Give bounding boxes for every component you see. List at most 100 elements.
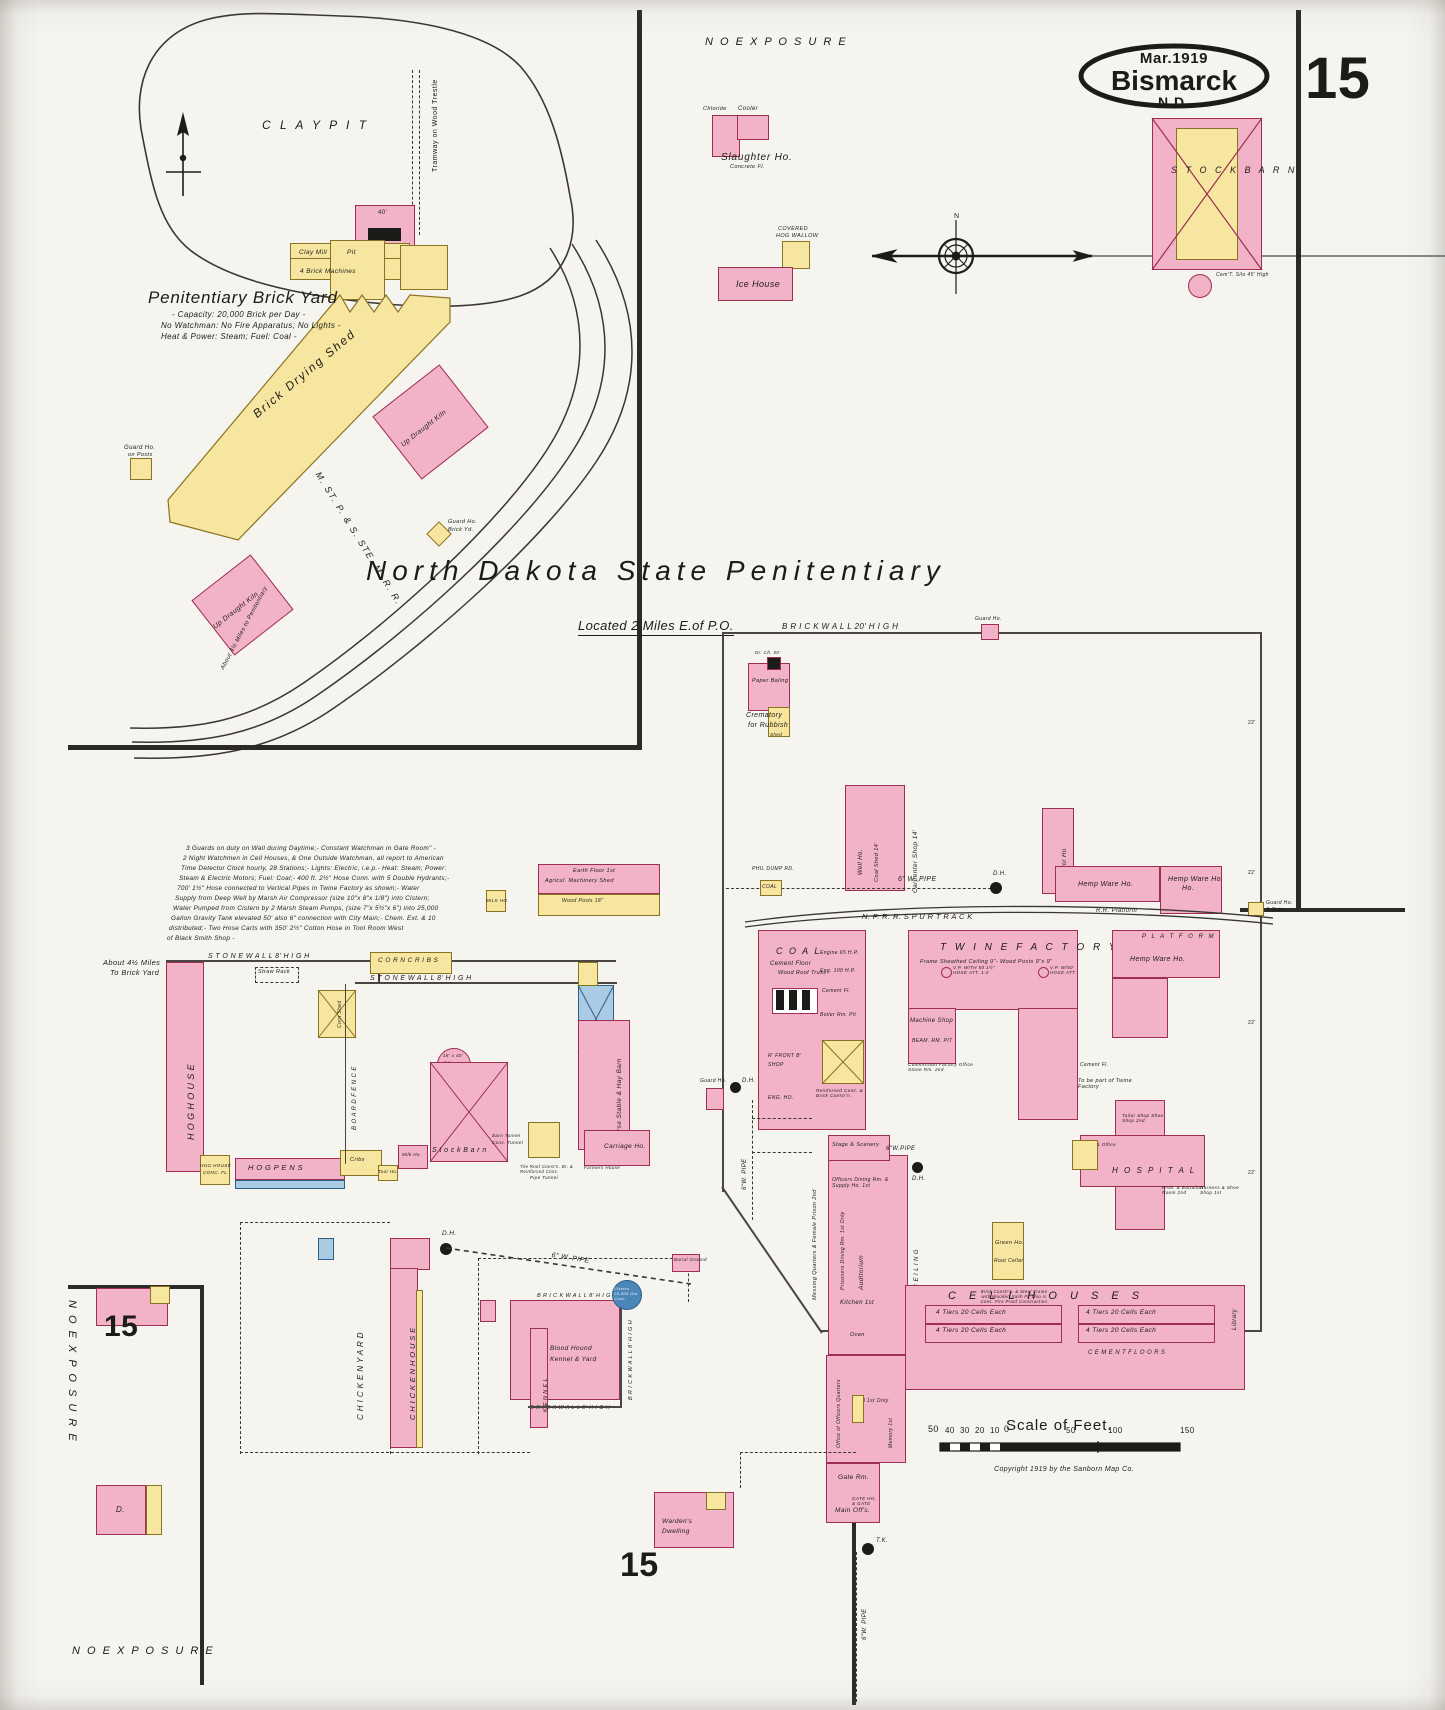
no-exposure-left: N O E X P O S U R E [66,1300,78,1443]
vertical-pipe-2 [1038,967,1049,978]
blood-hound-kennel-block [510,1300,620,1400]
guard-note-8: distributed;- Two Hose Carts with 350' 2… [169,925,404,932]
carpenter-shop-label: Carpenter Shop 14' [912,829,919,893]
hemp-ware-house-2 [1160,866,1222,914]
horse-stable-hay-barn [578,1020,630,1150]
guard-house-1-label: Guard Ho. [124,445,156,451]
lowerleft-blue-box [318,1238,334,1260]
coal-cement-floor-label: Cement Floor [770,961,812,967]
stair-well [852,1395,864,1423]
beam-hse-label: BEAM. RM. PIT [912,1038,953,1044]
chicken-house-runway [416,1290,423,1448]
brickyard-note-1: No Watchman: No Fire Apparatus; No Light… [161,321,341,330]
horse-stable-label: Horse Stable & Hay Barn [616,1058,623,1140]
small-pen-center [480,1300,496,1322]
coal-power-house [758,930,866,1130]
guard-note-1: 2 Night Watchmen in Cell Houses, & One O… [183,855,444,862]
agricul-machinery-shed-label: Agricul. Machinery Shed [545,878,614,884]
clay-pit-outline [80,10,574,320]
carpenter-shop [845,785,905,891]
hemp-ware-house-3b [1112,978,1168,1038]
tile-silo-label: Tile Roof Const'n. Br. & Reinforced Conc… [520,1164,574,1174]
boiler-2 [789,990,797,1010]
agricultural-machinery-shed [538,864,660,894]
boundary-horizontal-right [1240,908,1405,912]
water-pipe-upper [726,888,1001,889]
dh-hydrant-mid [730,1082,741,1093]
cell-tier-label-1: 4 Tiers 20 Cells Each [936,1309,1007,1316]
brickyard-east-shed [400,245,448,290]
pit-label: Pit [347,249,356,256]
spur-track [744,900,1275,930]
engine-100-label: Eng. 100 H.P. [820,968,856,974]
paper-baling-label: Paper Baling [752,678,789,684]
kennel-brick-wall-bottom [528,1406,622,1408]
cribs-label: Cribs [350,1157,365,1163]
corn-shed-x [317,989,357,1039]
brick-wall-lower-1: B R I C K W A L L 8' H I G H [537,1293,618,1299]
small-shed-near-machinery [486,890,506,912]
chicken-yard-fence-left [240,1222,241,1454]
to-brick-yard-label: To Brick Yard [110,968,160,977]
bottom-right-pipe-line [856,1552,857,1702]
kennel-strip [530,1328,548,1428]
guard-note-4: 700' 1½" Hose connected to Vertical Pipe… [177,885,420,892]
gate-room-block [826,1463,880,1523]
located-note: Located 2 Miles E.of P.O. [578,618,734,636]
title-cartouche: Mar.1919 Bismarck N.D. [1078,43,1270,110]
memory-label: Memory 1st [888,1417,894,1448]
cell-houses-block [905,1285,1245,1390]
hog-pens-label: H O G P E N S [248,1163,303,1172]
main-title: North Dakota State Penitentiary [366,555,946,586]
bottom-left-building-2-annex [146,1485,162,1535]
coal-bin-small [760,880,782,896]
scale-tick-r50: 50 [1066,1426,1076,1435]
stock-barn-xmark [1151,117,1263,271]
scale-title: Scale of Feet. [1006,1417,1113,1434]
wood-posts-label: Wood Posts 18" [562,898,604,904]
stage-scenery-block [828,1135,890,1161]
slaughter-house-label: Slaughter Ho. [721,152,793,163]
bottom-left-building-2 [96,1485,146,1535]
farm-small-yellow [578,962,598,986]
vertical-pipe-1-label: V.P. WITH 50 1½"HOSE ATT. 1-2 [953,965,996,975]
hemp-ware-house-1 [1055,866,1160,902]
compound-dim-tick-2: 22' [1248,870,1256,876]
tramway-label: Tramway on Wood Trestle [432,79,439,172]
coal-shed-label: Coal Shed 14' [874,842,880,882]
bottom-dash-to-wardens [740,1452,856,1453]
board-fence-line [345,984,347,1164]
fire-box [368,228,401,241]
boundary-horizontal-main [68,745,642,750]
guard-note-9: of Black Smith Shop - [167,935,235,942]
vertical-pipe-2-label: V.P. W/50'HOSE ATT. [1050,965,1077,975]
shop-label: SHOP [768,1062,784,1068]
crematory-building [748,663,790,711]
water-pipe-upper-label: 6" W. PIPE [898,876,937,883]
guard-house-2-sub: Brick Yd. [448,527,474,533]
hospital-horizontal [1080,1135,1205,1187]
dh-hydrant-lowerleft [440,1243,452,1255]
small-shed-label: MILK HO. [486,898,509,903]
well-house-label: Well Ho. [858,849,864,875]
hemp-ware-house-3-label: Hemp Ware Ho. [1130,956,1186,963]
oven-label: Oven [850,1332,865,1338]
outer-guard-house-label: Guard Ho. [1266,900,1293,906]
covered-hog-wallow-label-1: COVERED [778,226,808,232]
ice-house-label: Ice House [736,279,781,289]
crematory-shed-label: Shed [770,732,783,737]
clay-mill-label: Clay Mill [299,249,328,256]
hemp-ware-house-2-label: Hemp Ware Ho. [1168,876,1224,883]
no-exposure-bottom: N O E X P O S U R E [72,1645,215,1657]
cell-tier-row-3 [1078,1305,1215,1325]
cell-tier-label-4: 4 Tiers 20 Cells Each [1086,1327,1157,1334]
tailor-shop-label: Tailor Shop Shoe Shop 2nd [1122,1113,1164,1123]
slaughter-house-west [712,115,740,157]
kennel-yard-label: Kennel & Yard [550,1356,597,1363]
outer-guard-house [1248,902,1264,916]
guard-note-2: Time Detector Clock hourly, 28 Stations;… [181,865,447,872]
hemp-ware-house-1-label: Hemp Ware Ho. [1078,881,1134,888]
tile-silo-const [528,1122,560,1158]
vertical-pipe-1 [941,967,952,978]
